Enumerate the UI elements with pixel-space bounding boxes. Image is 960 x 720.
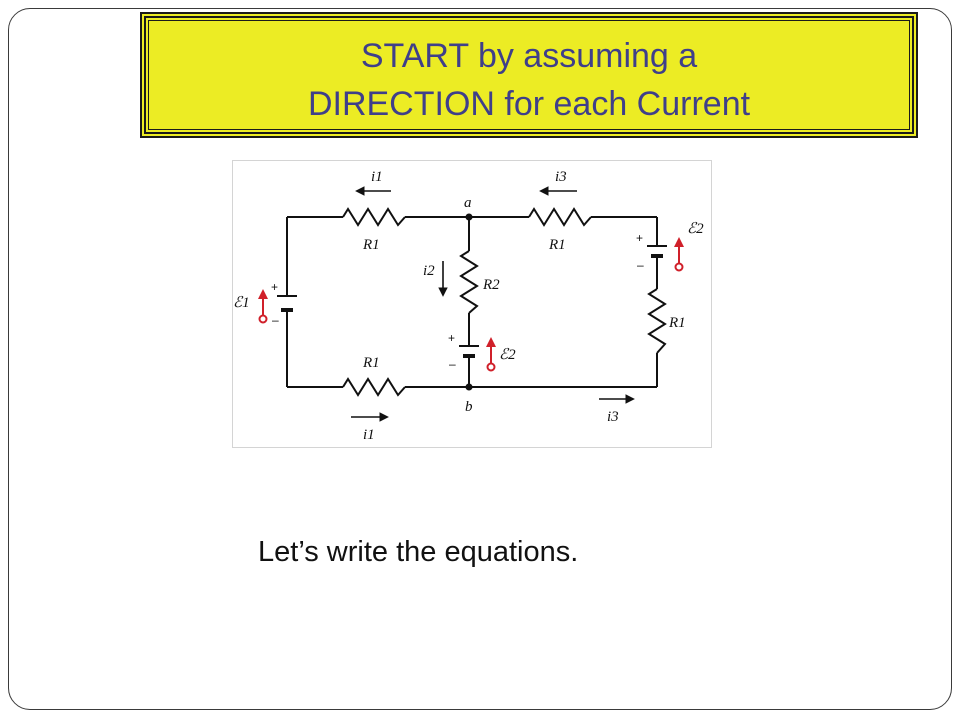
- wires: [286, 207, 667, 397]
- resistor-top-left: [342, 207, 406, 227]
- label-emf-right: ℰ2: [687, 221, 704, 237]
- circuit-diagram: + – + – + – i1 i3 a: [232, 160, 712, 448]
- junction-a: [465, 213, 473, 221]
- label-i3-bottom: i3: [607, 409, 619, 425]
- label-resistor-top-right: R1: [548, 237, 566, 253]
- label-node-a: a: [464, 195, 472, 211]
- label-resistor-top-left: R1: [362, 237, 380, 253]
- svg-text:–: –: [637, 258, 644, 272]
- title-line-2: DIRECTION for each Current: [307, 85, 751, 123]
- caption-text: Let’s write the equations.: [258, 536, 579, 568]
- label-i1-top: i1: [371, 169, 383, 185]
- title-line-1: START by assuming a: [360, 37, 698, 75]
- slide-border: [8, 8, 952, 710]
- label-resistor-bottom-left: R1: [362, 355, 380, 371]
- label-emf-middle: ℰ2: [499, 347, 516, 363]
- circuit-svg: + – + – + – i1 i3 a: [233, 169, 704, 443]
- resistor-top-right: [528, 207, 592, 227]
- emf-right-terminal: [674, 262, 684, 272]
- resistor-middle: [459, 250, 479, 314]
- label-i1-bottom: i1: [363, 427, 375, 443]
- svg-text:–: –: [272, 313, 279, 327]
- current-arrows: [351, 186, 635, 422]
- svg-text:+: +: [271, 280, 278, 294]
- resistor-right: [647, 288, 667, 354]
- label-i3-top: i3: [555, 169, 567, 185]
- batteries: [277, 245, 667, 358]
- svg-text:+: +: [636, 231, 643, 245]
- label-node-b: b: [465, 399, 473, 415]
- emf-middle-terminal: [486, 362, 496, 372]
- svg-text:–: –: [449, 357, 456, 371]
- emf-left-terminal: [258, 314, 268, 324]
- resistor-bottom-left: [342, 377, 406, 397]
- polarity-marks: + – + – + –: [271, 231, 644, 371]
- junction-b: [465, 383, 473, 391]
- slide-title: START by assuming a DIRECTION for each C…: [140, 12, 918, 138]
- label-emf-left: ℰ1: [233, 295, 250, 311]
- label-resistor-middle: R2: [482, 277, 500, 293]
- label-resistor-right: R1: [668, 315, 686, 331]
- emf-arrows: [258, 237, 684, 372]
- label-i2: i2: [423, 263, 435, 279]
- svg-text:+: +: [448, 331, 455, 345]
